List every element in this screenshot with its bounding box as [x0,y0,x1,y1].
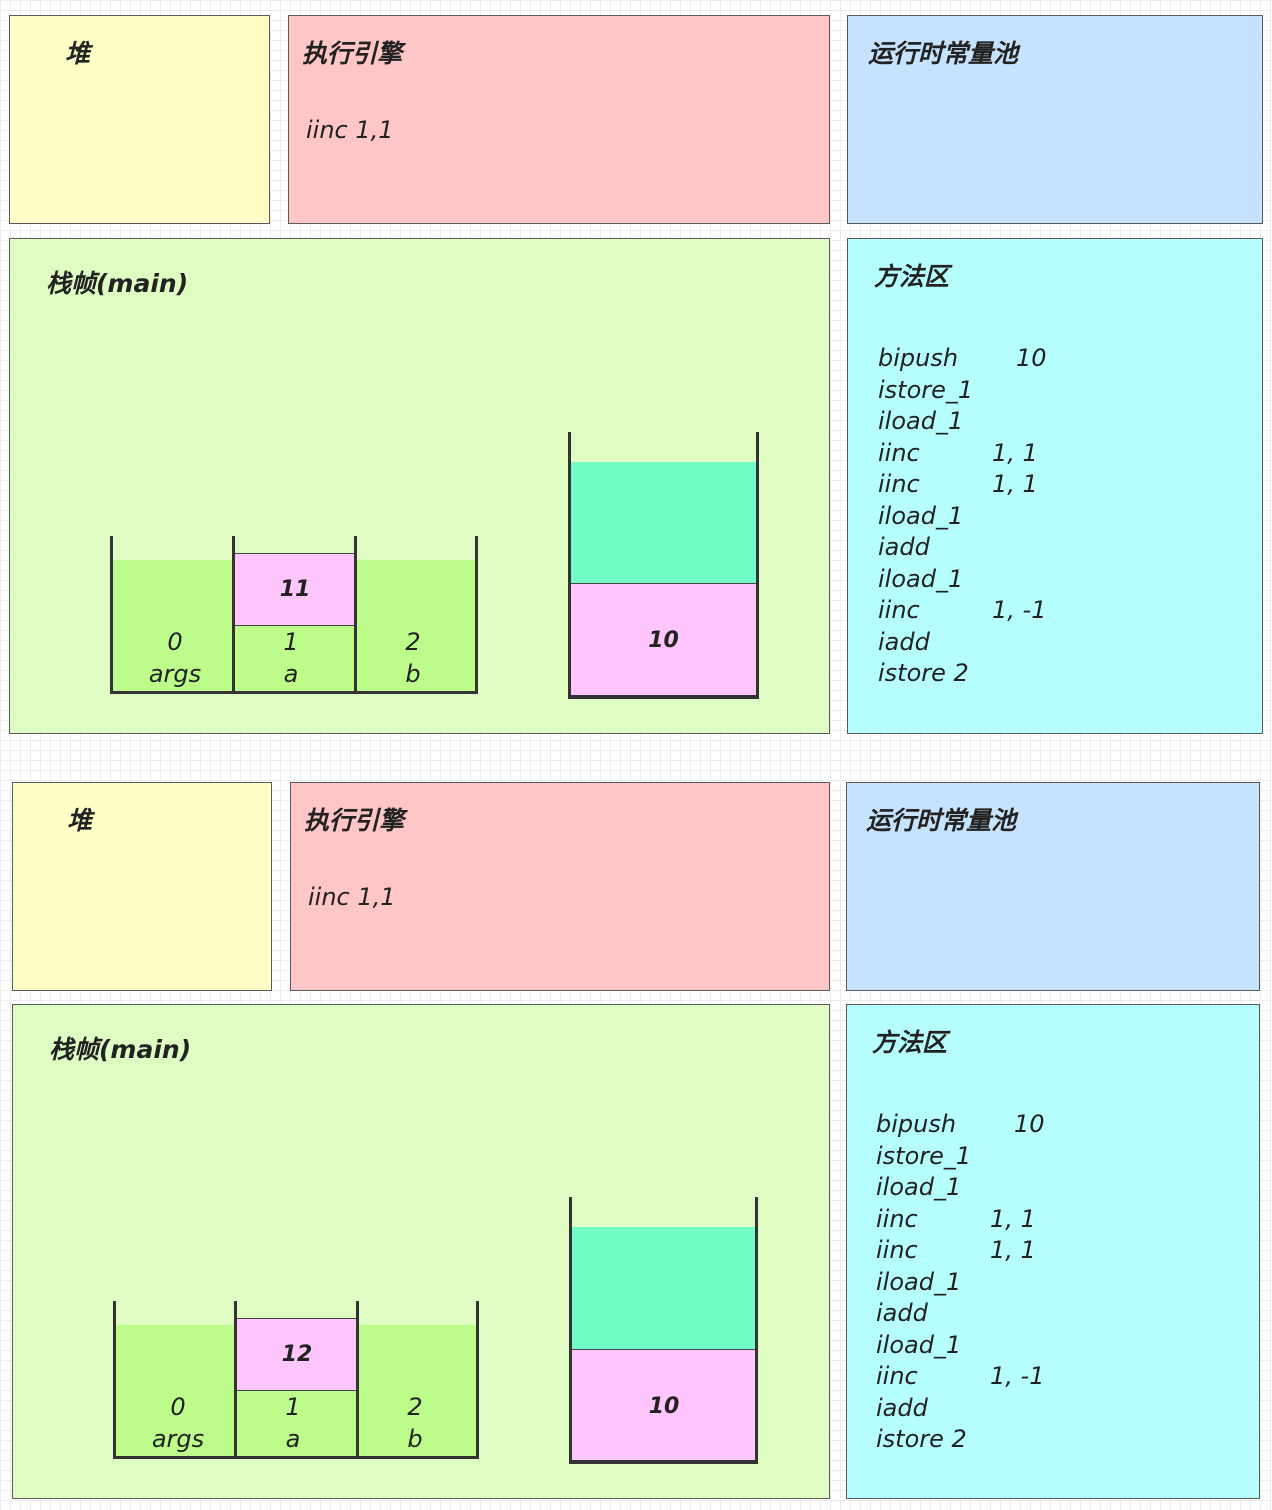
table-floor [110,691,478,694]
bytecode-line: iadd [878,533,930,561]
opstack-wall-left [569,1197,572,1464]
runtime-constant-pool-panel: 运行时常量池 [847,15,1263,224]
local-name-1: a [285,1425,301,1453]
opstack-wall-right [755,1197,758,1464]
table-wall-2 [354,536,357,694]
stack-frame-title: 栈帧(main) [49,1035,192,1064]
bytecode-line: iload_1 [876,1267,962,1296]
stack-frame-title: 栈帧(main) [46,269,189,298]
table-floor [113,1456,479,1459]
bytecode-line: iadd [878,627,930,656]
local-index-0: 0 [170,1393,186,1421]
bytecode-line: iload_1 [878,564,964,593]
local-slot-0 [113,560,233,691]
local-name-1: a [283,660,299,688]
local-slot-0 [116,1325,236,1456]
local-slot-2 [356,560,476,691]
table-wall-left [113,1301,116,1459]
opstack-floor [569,1460,758,1464]
local-index-1: 1 [283,628,299,656]
bytecode-line: iadd [876,1393,928,1422]
local-name-2: b [407,1425,423,1453]
operand-stack-empty-space [572,1227,756,1350]
bytecode-line: istore 2 [876,1425,967,1453]
opstack-wall-right [756,432,759,699]
local-index-1: 1 [285,1393,301,1421]
execution-engine-panel: 执行引擎 iinc 1,1 [288,15,830,224]
heap-panel: 堆 [12,782,272,991]
method-area-title: 方法区 [872,1028,948,1057]
bytecode-line: istore 2 [878,659,969,687]
runtime-constant-pool-panel: 运行时常量池 [846,782,1260,991]
heap-panel: 堆 [9,15,270,224]
runtime-constant-pool-title: 运行时常量池 [868,39,1019,68]
table-wall-right [475,536,478,694]
bytecode-line: iload_1 [878,407,964,435]
local-name-0: args [151,1425,205,1453]
bytecode-line: istore_1 [878,375,974,404]
method-area-title: 方法区 [874,262,950,291]
runtime-constant-pool-title: 运行时常量池 [866,806,1017,835]
current-instruction: iinc 1,1 [306,116,394,144]
table-wall-1 [232,536,235,694]
current-instruction: iinc 1,1 [308,883,396,911]
local-index-2: 2 [407,1393,423,1421]
local-name-2: b [405,660,421,688]
local-value-a: 12 [236,1318,358,1391]
scene-1: 堆 执行引擎 iinc 1,1 运行时常量池 栈帧(main) 11 0 arg… [0,0,1272,750]
heap-title: 堆 [65,39,91,68]
table-wall-left [110,536,113,694]
operand-stack-item-0: 10 [570,583,757,696]
operand-stack-empty-space [571,462,756,584]
execution-engine-panel: 执行引擎 iinc 1,1 [290,782,830,991]
bytecode-line: iload_1 [876,1173,962,1201]
local-index-2: 2 [405,628,421,656]
table-wall-1 [234,1301,237,1459]
heap-title: 堆 [67,806,93,835]
bytecode-line: iadd [876,1299,928,1327]
local-index-0: 0 [167,628,183,656]
local-slot-2 [358,1325,477,1456]
operand-stack-item-0: 10 [571,1349,757,1462]
opstack-wall-left [568,432,571,699]
bytecode-line: istore_1 [876,1141,972,1170]
local-name-0: args [148,660,202,688]
execution-engine-title: 执行引擎 [302,39,403,68]
table-wall-right [476,1301,479,1459]
table-wall-2 [356,1301,359,1459]
bytecode-line: iload_1 [878,501,964,530]
execution-engine-title: 执行引擎 [304,806,405,835]
bytecode-line: iload_1 [876,1330,962,1359]
opstack-floor [568,695,759,699]
